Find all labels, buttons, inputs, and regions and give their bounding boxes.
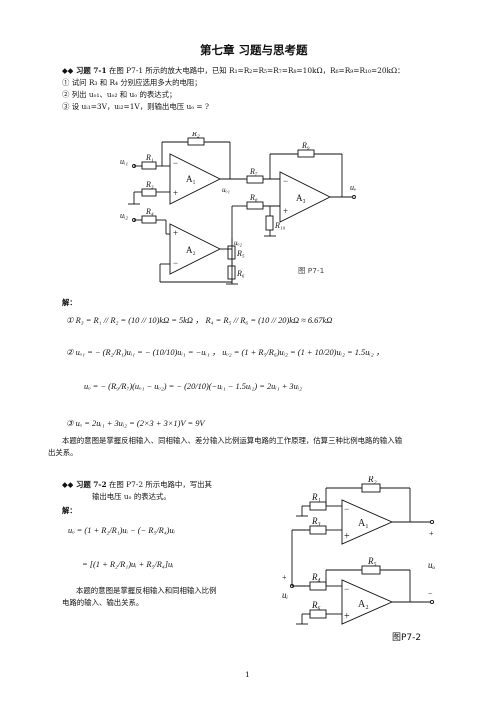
label-fig2-r4: R₄ [311, 572, 321, 582]
label-fig2-ui: uᵢ [282, 590, 289, 600]
label-fig2-r5: R₅ [367, 556, 377, 566]
label-r2: R₂ [191, 132, 200, 138]
figure-p7-1-circuit: A₁ − + uᵢ₁ R₁ R₂ uₒ₁ R₃ A₂ + − uᵢ₂ R₄ uₒ… [120, 132, 357, 284]
resistor-fig2-r2 [361, 483, 381, 493]
svg-text:−: − [344, 504, 349, 514]
resistor-r3 [141, 188, 157, 197]
label-ui1: uᵢ₁ [120, 157, 128, 166]
label-ui2: uᵢ₂ [120, 211, 128, 220]
opamp-a2 [169, 223, 222, 275]
resistor-r10 [265, 215, 274, 231]
resistor-r8 [246, 201, 264, 210]
solution-1-line-1: ① R₃ = R₁ // R₂ = (10 // 10)kΩ = 5kΩ ， R… [66, 316, 333, 325]
resistor-r7 [246, 175, 264, 184]
page-number: 1 [245, 670, 250, 679]
figure-p7-1-caption: 图 P7-1 [298, 266, 325, 275]
resistor-r9 [297, 149, 315, 158]
label-uo1: uₒ₁ [222, 186, 230, 194]
solution-2-note-line-2: 电路的输入、输出关系。 [62, 598, 144, 607]
svg-text:+: + [283, 206, 288, 216]
problem-7-1-statement: ◆◆ 习题 7-1 在图 P7-1 所示的放大电路中，已知 R₁=R₂=R₅=R… [62, 66, 405, 76]
svg-text:+: + [344, 531, 350, 542]
problem-7-2-text-1: 在图 P7-2 所示电路中，写出其 [109, 480, 212, 489]
resistor-r6 [227, 265, 236, 280]
problem-7-2-statement: ◆◆ 习题 7-2 在图 P7-2 所示电路中，写出其 [62, 480, 212, 490]
figure-p7-2-caption: 图P7-2 [392, 633, 422, 643]
label-uo: uₒ [350, 183, 357, 192]
opamp-fig2-a1 [341, 499, 394, 545]
opamp-a1 [169, 153, 222, 205]
label-fig2-plus: + [429, 529, 434, 538]
label-r3: R₃ [145, 180, 154, 189]
label-a3: A₃ [296, 193, 306, 203]
solution-1-line-2: ② uₒ₁ = − (R₂/R₁)uᵢ₁ = − (10/10)uᵢ₁ = −u… [66, 348, 385, 357]
resistor-r2 [187, 137, 205, 146]
svg-text:+: + [344, 611, 350, 622]
label-r5: R₅ [236, 249, 245, 258]
figure-p7-1-divider: R₅ R₆ [226, 238, 245, 285]
problem-7-1-text: 在图 P7-1 所示的放大电路中，已知 R₁=R₂=R₅=R₇=R₈=10kΩ，… [109, 66, 405, 75]
label-a1: A₁ [186, 174, 196, 184]
problem-7-2-text-2: 输出电压 uₒ 的表达式。 [92, 492, 171, 501]
resistor-fig2-r1 [309, 501, 327, 511]
label-r9: R₉ [301, 141, 310, 150]
label-fig2-r2: R₂ [367, 476, 377, 484]
label-fig2-minus: − [428, 589, 433, 598]
resistor-fig2-r3 [309, 525, 327, 535]
solution-1-note-line-1: 本题的意图是掌握反相输入、同相输入、差分输入比例运算电路的工作原理，估算三种比例… [62, 436, 402, 445]
svg-text:+: + [173, 188, 178, 198]
label-fig2-r3: R₃ [311, 516, 321, 526]
label-r8: R₈ [249, 193, 258, 202]
solution-1-note-line-2: 出关系。 [48, 448, 78, 457]
problem-7-1-head: ◆◆ 习题 7-1 [62, 66, 107, 75]
resistor-r4 [141, 215, 157, 224]
problem-7-2-head: ◆◆ 习题 7-2 [62, 480, 107, 489]
svg-text:−: − [344, 584, 349, 594]
question-2: ② 列出 uₒ₁、uₒ₂ 和 uₒ 的表达式； [62, 90, 177, 99]
svg-text:+: + [173, 228, 178, 238]
question-3: ③ 设 uᵢ₁=3V，uᵢ₂=1V，则输出电压 uₒ = ? [62, 102, 209, 111]
page-title: 第七章 习题与思考题 [200, 43, 308, 57]
label-fig2-a1: A₁ [358, 518, 369, 529]
label-fig2-a2: A₂ [358, 599, 369, 610]
label-r4: R₄ [145, 207, 154, 216]
solution-2-eq-1: uₒ = (1 + R₂/R₁)uᵢ − (− R₅/R₄)uᵢ [68, 526, 175, 535]
resistor-r1 [141, 161, 157, 170]
question-1: ① 试问 R₃ 和 R₄ 分别应选用多大的电阻； [62, 78, 202, 87]
label-r7: R₇ [249, 167, 258, 176]
resistor-fig2-r5 [361, 565, 381, 575]
svg-text:−: − [283, 176, 288, 186]
label-r1: R₁ [145, 153, 154, 162]
label-fig2-uo: uₒ [428, 560, 436, 570]
svg-text:−: − [173, 158, 178, 168]
label-r6: R₆ [236, 269, 245, 278]
solution-2-note-line-1: 本题的意图是掌握反相输入和同相输入比例 [76, 586, 217, 595]
solution-1-line-4: ③ uₒ = 2uᵢ₁ + 3uᵢ₂ = (2×3 + 3×1)V = 9V [66, 419, 205, 428]
solution-2-eq-2: = [(1 + R₂/R₁)uᵢ + R₅/R₄]uᵢ [82, 560, 174, 569]
label-fig2-r1: R₁ [311, 492, 321, 502]
label-fig2-r6: R₆ [311, 600, 321, 610]
resistor-r5 [227, 245, 236, 260]
label-fig2-ui-plus: + [282, 573, 287, 582]
solution-2-label: 解： [62, 506, 77, 515]
label-r10: R₁₀ [274, 221, 286, 230]
label-uo2: uₒ₂ [234, 239, 242, 247]
solution-1-label: 解： [62, 298, 77, 307]
opamp-fig2-a2 [341, 579, 394, 625]
resistor-fig2-r6 [309, 609, 327, 619]
svg-text:−: − [173, 258, 178, 268]
solution-1-line-3: uₒ = − (R₉/R₇)(uₒ₁ − uₒ₂) = − (20/10)(−u… [84, 382, 303, 391]
figure-p7-2-circuit: R₂ A₁ − + + R₁ R₃ + uᵢ R₅ A₂ − + − uₒ R₄… [282, 476, 436, 625]
opamp-a3 [279, 171, 332, 223]
resistor-fig2-r4 [309, 581, 327, 591]
label-a2: A₂ [186, 245, 196, 255]
